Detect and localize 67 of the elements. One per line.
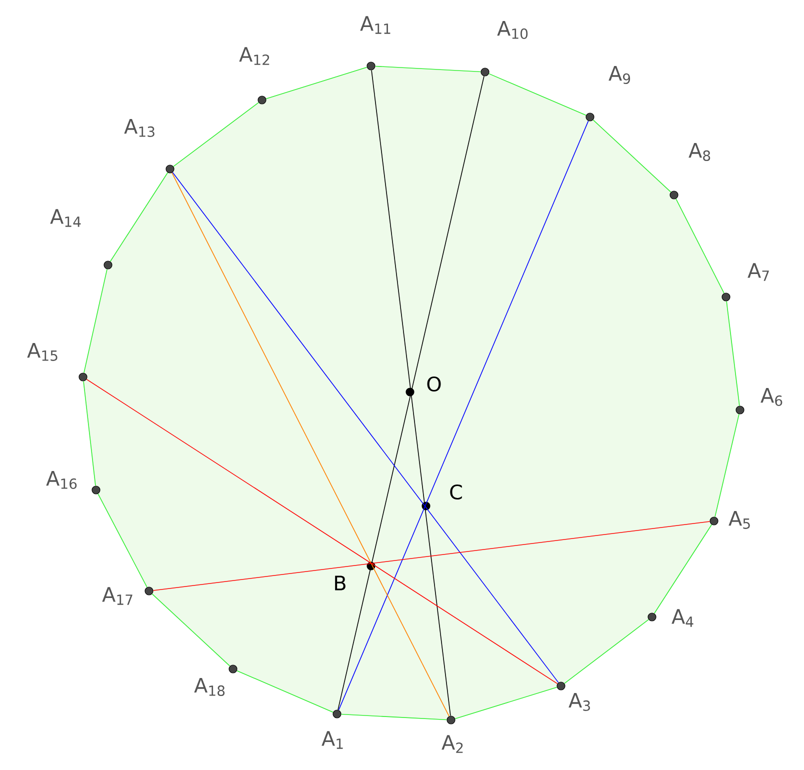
point-label: A$_{6}$ [760, 388, 782, 406]
point-label: A$_{3}$ [568, 693, 590, 712]
point [480, 68, 490, 76]
point-label: A$_{4}$ [672, 609, 694, 627]
point [258, 96, 266, 104]
polygon-side [654, 524, 712, 614]
point-label: A$_{5}$ [728, 511, 750, 529]
polygon-side [564, 619, 649, 684]
point-label: A$_{12}$ [239, 47, 270, 65]
point [166, 164, 174, 174]
point [104, 260, 112, 270]
polygon-side [592, 120, 672, 192]
polygon-side [454, 686, 558, 720]
polygon-side [84, 268, 108, 374]
polygon-side [266, 66, 368, 100]
point [92, 486, 100, 494]
point-label: A$_{14}$ [50, 209, 81, 227]
point [556, 682, 566, 690]
line-segment [86, 378, 558, 684]
point [406, 388, 414, 396]
point-label: A$_{9}$ [608, 66, 630, 84]
polygon-side [236, 670, 334, 713]
polygon-side [110, 172, 168, 262]
polygon-side [714, 414, 740, 518]
polygon-side [676, 198, 724, 294]
point [366, 62, 376, 70]
line-segment [371, 70, 451, 716]
point-label: A$_{2}$ [442, 735, 463, 753]
line-segment [152, 521, 710, 591]
polygon-side [340, 714, 448, 720]
point-label: A$_{16}$ [46, 471, 77, 490]
polygon-side [374, 66, 482, 72]
line-segment [172, 172, 559, 683]
line-segment [338, 76, 484, 710]
point [228, 664, 238, 674]
point-label: A$_{1}$ [322, 731, 343, 749]
polygon-side [152, 594, 230, 666]
point-label: A$_{15}$ [27, 343, 58, 361]
point-label: A$_{17}$ [102, 587, 132, 605]
point-label: C [450, 484, 462, 500]
point-label: O [427, 376, 441, 392]
line-segment [172, 172, 450, 717]
polygon-side [98, 493, 148, 588]
point-label: A$_{18}$ [194, 678, 225, 696]
point [422, 502, 430, 510]
point [144, 586, 154, 596]
point [446, 716, 456, 724]
point [670, 190, 678, 200]
point-label: A$_{10}$ [497, 21, 528, 40]
point [648, 612, 656, 622]
point [722, 292, 730, 302]
polygon-side [173, 102, 259, 167]
polygon-side [726, 300, 740, 406]
point [710, 516, 718, 526]
point [78, 372, 88, 382]
point [736, 406, 744, 414]
point [366, 562, 376, 570]
line-segment [338, 120, 589, 710]
point [332, 710, 342, 718]
point [586, 112, 594, 122]
point-label: A$_{13}$ [124, 119, 154, 138]
point-label: A$_{11}$ [360, 16, 390, 34]
point-label: A$_{8}$ [688, 143, 710, 162]
point-label: A$_{7}$ [748, 263, 769, 281]
polygon-side [83, 380, 96, 486]
point-label: B [335, 576, 346, 590]
polygon-side [488, 73, 586, 116]
